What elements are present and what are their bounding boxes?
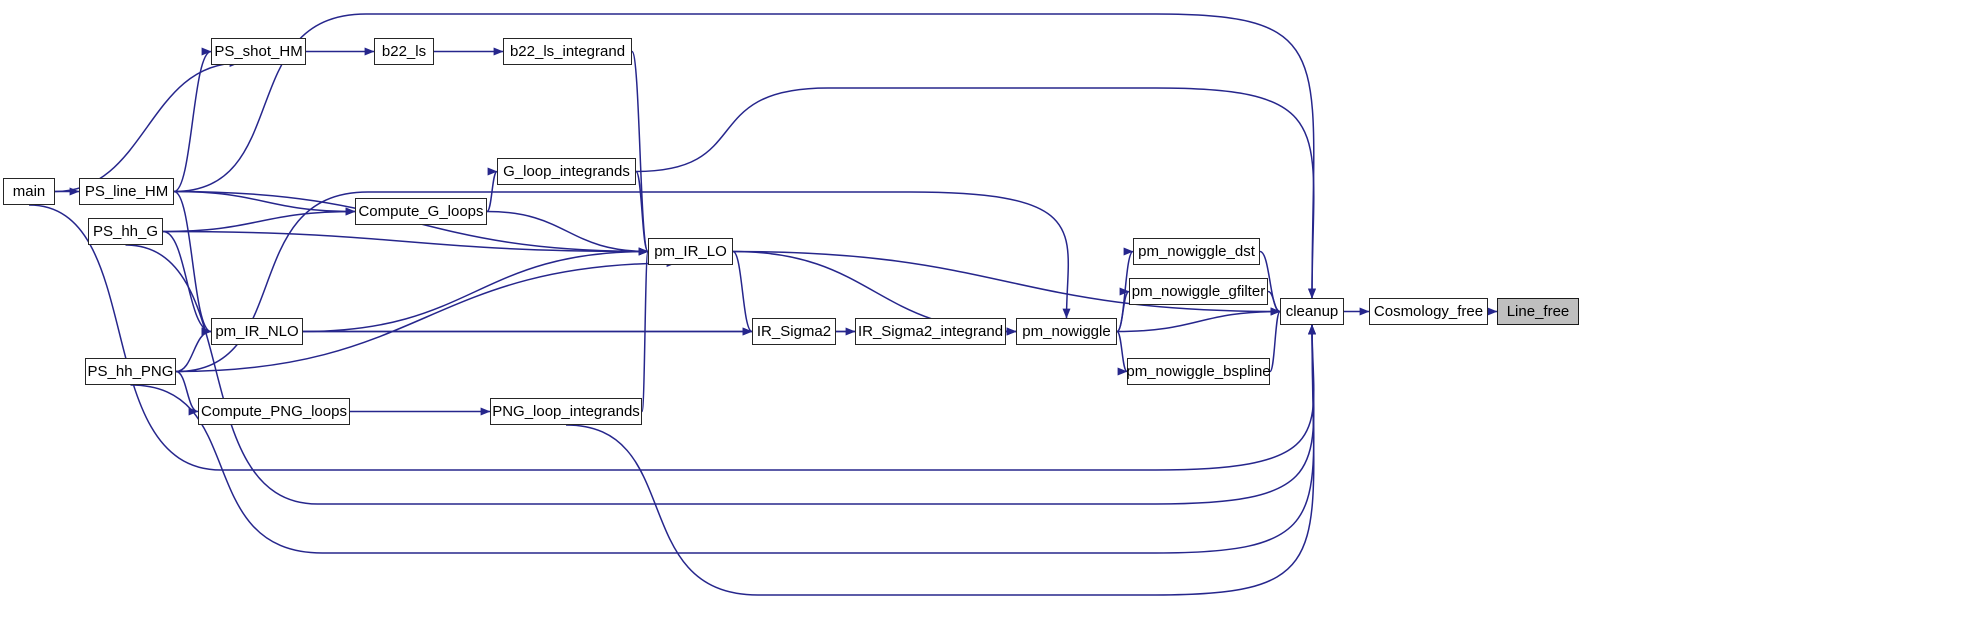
graph-node-cleanup[interactable]: cleanup xyxy=(1280,298,1344,325)
graph-node-label: Compute_PNG_loops xyxy=(201,403,347,420)
graph-node-label: cleanup xyxy=(1285,303,1339,320)
edge-PS_line_HM-to-pm_IR_NLO xyxy=(173,190,212,336)
graph-node-label: main xyxy=(12,183,46,200)
graph-node-Compute_G_loops[interactable]: Compute_G_loops xyxy=(355,198,487,225)
graph-node-pm_IR_NLO[interactable]: pm_IR_NLO xyxy=(211,318,303,345)
graph-node-label: pm_nowiggle xyxy=(1022,323,1111,340)
graph-node-G_loop_integrands[interactable]: G_loop_integrands xyxy=(497,158,636,185)
graph-node-PS_hh_G[interactable]: PS_hh_G xyxy=(88,218,163,245)
edge-pm_nowiggle-to-cleanup xyxy=(1116,307,1281,333)
graph-node-label: b22_ls xyxy=(381,43,427,60)
graph-node-label: pm_nowiggle_bspline xyxy=(1126,363,1271,380)
graph-node-label: IR_Sigma2 xyxy=(756,323,832,340)
graph-node-label: PNG_loop_integrands xyxy=(492,403,640,420)
graph-node-IR_Sigma2_integrand[interactable]: IR_Sigma2_integrand xyxy=(855,318,1006,345)
edge-PS_hh_G-to-Compute_G_loops xyxy=(162,207,356,233)
edge-G_loop_integrands-to-cleanup xyxy=(635,87,1317,299)
graph-node-b22_ls_integrand[interactable]: b22_ls_integrand xyxy=(503,38,632,65)
graph-node-b22_ls[interactable]: b22_ls xyxy=(374,38,434,65)
edge-PS_line_HM-to-Compute_G_loops xyxy=(173,190,356,216)
graph-node-pm_nowiggle[interactable]: pm_nowiggle xyxy=(1016,318,1117,345)
graph-node-label: IR_Sigma2_integrand xyxy=(857,323,1004,340)
graph-node-PS_hh_PNG[interactable]: PS_hh_PNG xyxy=(85,358,176,385)
edge-PS_hh_G-to-pm_IR_NLO xyxy=(162,230,212,336)
graph-node-PS_shot_HM[interactable]: PS_shot_HM xyxy=(211,38,306,65)
graph-node-pm_IR_LO[interactable]: pm_IR_LO xyxy=(648,238,733,265)
graph-node-label: pm_IR_NLO xyxy=(215,323,299,340)
graph-node-label: G_loop_integrands xyxy=(503,163,630,180)
graph-node-label: Line_free xyxy=(1506,303,1570,320)
graph-node-pm_nowiggle_bspline[interactable]: pm_nowiggle_bspline xyxy=(1126,358,1271,385)
edge-b22_ls_integrand-to-pm_IR_LO xyxy=(631,50,649,256)
edge-main-to-PS_shot_HM xyxy=(54,59,240,193)
graph-node-label: Compute_G_loops xyxy=(358,203,484,220)
graph-node-label: pm_nowiggle_gfilter xyxy=(1131,283,1266,300)
graph-node-Compute_PNG_loops[interactable]: Compute_PNG_loops xyxy=(198,398,350,425)
graph-node-label: PS_hh_PNG xyxy=(87,363,174,380)
edge-PS_hh_G-to-pm_IR_LO xyxy=(162,230,649,256)
graph-node-label: PS_hh_G xyxy=(92,223,159,240)
graph-node-label: PS_line_HM xyxy=(84,183,169,200)
edge-pm_nowiggle-to-pm_nowiggle_bspline xyxy=(1116,330,1128,376)
edge-pm_IR_NLO-to-pm_IR_LO xyxy=(302,247,649,333)
graph-node-PNG_loop_integrands[interactable]: PNG_loop_integrands xyxy=(490,398,642,425)
edge-PS_line_HM-to-PS_shot_HM xyxy=(173,47,212,193)
edge-pm_nowiggle-to-pm_nowiggle_gfilter xyxy=(1116,287,1130,333)
edge-Compute_G_loops-to-pm_IR_LO xyxy=(486,210,649,256)
edge-G_loop_integrands-to-pm_IR_LO xyxy=(635,170,649,256)
edge-PS_hh_PNG-to-pm_IR_NLO xyxy=(175,327,212,373)
graph-node-main[interactable]: main xyxy=(3,178,55,205)
edge-pm_IR_LO-to-IR_Sigma2 xyxy=(732,250,753,336)
graph-node-Line_free[interactable]: Line_free xyxy=(1497,298,1579,325)
edge-PNG_loop_integrands-to-pm_IR_LO xyxy=(638,248,649,413)
edge-pm_nowiggle_gfilter-to-cleanup xyxy=(1267,290,1281,316)
graph-node-label: Cosmology_free xyxy=(1373,303,1484,320)
graph-node-pm_nowiggle_gfilter[interactable]: pm_nowiggle_gfilter xyxy=(1129,278,1268,305)
graph-node-label: pm_IR_LO xyxy=(654,243,727,260)
graph-node-Cosmology_free[interactable]: Cosmology_free xyxy=(1369,298,1488,325)
graph-node-label: b22_ls_integrand xyxy=(509,43,626,60)
edge-pm_nowiggle_bspline-to-cleanup xyxy=(1269,307,1281,373)
edge-PS_hh_PNG-to-Compute_PNG_loops xyxy=(175,370,199,416)
graph-node-pm_nowiggle_dst[interactable]: pm_nowiggle_dst xyxy=(1133,238,1260,265)
graph-node-IR_Sigma2[interactable]: IR_Sigma2 xyxy=(752,318,836,345)
graph-node-PS_line_HM[interactable]: PS_line_HM xyxy=(79,178,174,205)
edge-Compute_G_loops-to-G_loop_integrands xyxy=(486,167,498,213)
graph-node-label: pm_nowiggle_dst xyxy=(1138,243,1255,260)
graph-node-label: PS_shot_HM xyxy=(214,43,303,60)
